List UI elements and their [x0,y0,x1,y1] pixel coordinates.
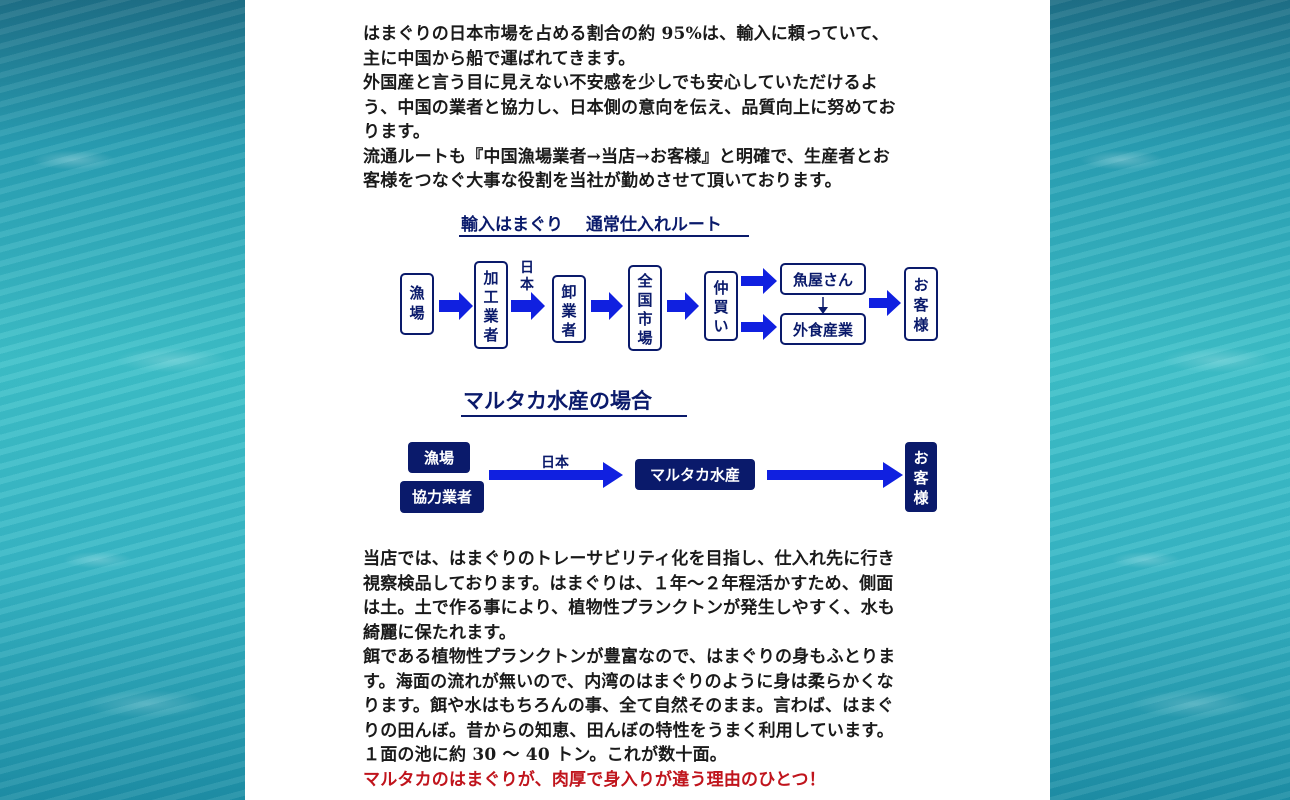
intro-line: 主に中国から船で運ばれてきます。 [363,48,636,69]
customer-box-dark [905,442,937,512]
partner-label: 協力業者 [412,488,472,506]
svg-text:者: 者 [483,326,498,344]
svg-text:国: 国 [637,291,652,309]
processor-box [474,261,508,349]
marutaka-route-title: マルタカ水産の場合 [463,389,653,413]
body-line: す。海面の流れが無いので、内湾のはまぐりのように身は柔らかくな [363,671,894,692]
fishery-box-dark [408,442,470,473]
content-panel: はまぐりの日本市場を占める割合の約 95%は、輸入に頼っていて、 主に中国から船… [245,0,1050,800]
svg-text:い: い [713,317,728,335]
intro-line: 外国産と言う目に見えない不安感を少しでも安心していただけるよ [363,73,878,93]
intro-paragraph: はまぐりの日本市場を占める割合の約 95%は、輸入に頼っていて、 主に中国から船… [363,22,975,194]
wholesaler-box [552,275,586,343]
body-line: 餌である植物性プランクトンが豊富なので、はまぐりの身もふとりま [363,647,896,667]
svg-text:お: お [913,449,928,467]
customer-box [904,267,938,341]
ocean-background-left [0,0,245,800]
partner-box-dark [400,481,484,513]
highlight-text: マルタカのはまぐりが、肉厚で身入りが違う理由のひとつ！ [363,769,826,790]
body-line: １面の池に約 30 ～ 40 トン。これが数十面。 [363,745,727,765]
svg-text:仲: 仲 [713,279,728,297]
body-line: は土。土で作る事により、植物性プランクトンが発生しやすく、水も [363,598,896,618]
body-line: 視察検品しております。はまぐりは、１年～２年程活かすため、側面 [363,573,894,594]
svg-text:場: 場 [637,329,652,347]
fishmonger-label: 魚屋さん [793,271,853,289]
arrow-icon [741,314,777,340]
intro-line: う、中国の業者と協力し、日本側の意向を伝え、品質向上に努めてお [363,97,896,118]
normal-route-title: 輸入はまぐり 通常仕入れルート [461,214,722,235]
svg-text:加: 加 [482,269,498,287]
svg-text:工: 工 [483,288,498,306]
intro-line: はまぐりの日本市場を占める割合の約 95%は、輸入に頼っていて、 [363,24,889,44]
arrow-icon [591,292,623,320]
fishmonger-box [780,263,866,295]
fishery-char: 漁 [409,284,424,302]
intro-line: 流通ルートも『中国漁場業者→当店→お客様』と明確で、生産者とお [363,146,891,167]
svg-text:様: 様 [913,489,929,507]
svg-text:様: 様 [913,316,929,334]
intro-line: ります。 [363,122,431,142]
food-service-label: 外食産業 [792,321,854,339]
svg-text:全: 全 [636,272,653,290]
arrow-icon [489,462,623,488]
marutaka-box-dark [635,459,755,490]
body-line: 当店では、はまぐりのトレーサビリティ化を目指し、仕入れ先に行き [363,549,895,569]
svg-text:客: 客 [912,296,929,314]
fishery-label: 漁場 [424,449,454,467]
svg-text:業: 業 [482,307,499,325]
svg-text:買: 買 [713,298,728,316]
body-line: 綺麗に保たれます。 [363,622,517,643]
fishery-box [400,273,434,335]
down-arrow-icon [818,307,828,314]
distribution-route-diagram: 輸入はまぐり 通常仕入れルート 漁 場 加 工 業 者 日 本 卸 業 者 全 … [400,214,938,513]
food-service-box [780,313,866,345]
body-line: ります。餌や水はもちろんの事、全て自然そのまま。言わば、はまぐ [363,696,894,716]
arrow-icon [741,268,777,294]
marutaka-label: マルタカ水産 [650,466,740,484]
ocean-background-right [1050,0,1290,800]
arrow-icon [869,290,901,316]
svg-text:本: 本 [520,276,535,293]
body-paragraph: 当店では、はまぐりのトレーサビリティ化を目指し、仕入れ先に行き 視察検品しており… [363,547,975,792]
body-line: りの田んぼ。昔からの知恵、田んぼの特性をうまく利用しています。 [363,720,894,741]
svg-text:業: 業 [560,302,577,320]
arrow-icon [767,462,903,488]
japan-label: 日本 [541,454,570,471]
arrow-icon [439,292,473,320]
svg-text:お: お [913,276,928,294]
svg-text:卸: 卸 [561,283,576,301]
svg-text:者: 者 [561,321,576,339]
market-box [628,265,662,351]
arrow-icon [667,292,699,320]
arrow-icon [511,292,545,320]
broker-box [704,271,738,341]
svg-text:日: 日 [520,260,534,276]
svg-text:市: 市 [637,310,652,328]
svg-text:客: 客 [912,469,929,487]
fishery-char: 場 [409,304,424,322]
intro-line: 客様をつなぐ大事な役割を当社が勤めさせて頂いております。 [363,171,842,191]
